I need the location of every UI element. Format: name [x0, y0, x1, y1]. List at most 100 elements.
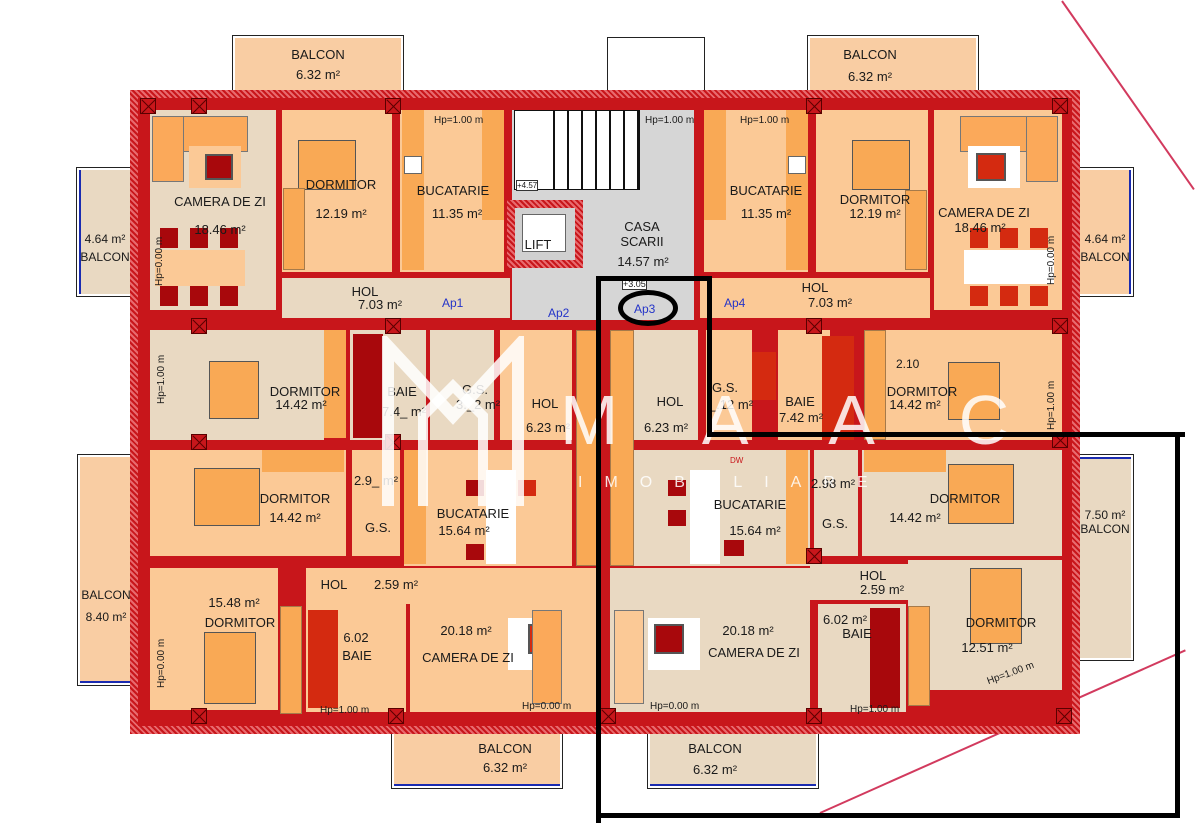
ap3-dormitor-b-name: DORMITOR: [929, 491, 1001, 506]
ap2-baie-name: BAIE: [387, 384, 417, 399]
ap4-camera-area: 18.46 m²: [954, 220, 1006, 235]
ap4-chair: [1030, 228, 1048, 248]
ap1-counter-right: [482, 110, 504, 220]
balcony-bottom-left-name: BALCON: [478, 741, 532, 756]
ap1-hol-area: 7.03 m²: [357, 297, 403, 312]
ap2-dormitor-c-name: DORMITOR: [204, 615, 276, 630]
balcony-right-lower-area: 7.50 m²: [1084, 508, 1126, 522]
ap3-highlight-circle: [618, 290, 678, 326]
agency-watermark-subtitle: IMOBILIARE: [578, 474, 890, 491]
ap1-dormitor-area: 12.19 m²: [315, 206, 367, 221]
ap4-hol-area: 7.03 m²: [807, 295, 853, 310]
casa-scarii-name: CASA SCARII: [620, 219, 664, 249]
stair-landing: [514, 110, 554, 190]
ap2-dining-table: [486, 470, 516, 564]
balcony-top-right-name: BALCON: [843, 47, 897, 62]
casa-scarii-area: 14.57 m²: [617, 254, 669, 269]
ap4-camera-name: CAMERA DE ZI: [938, 205, 1030, 220]
ap2-baie-b-name: BAIE: [342, 648, 372, 663]
ap4-kitchen-hp: Hp=1.00 m: [740, 115, 790, 126]
column: [1052, 318, 1068, 334]
ap2-wardrobe-a: [324, 330, 346, 438]
ap4-hol-name: HOL: [801, 280, 829, 295]
ap1-chair: [190, 228, 208, 248]
ap1-chair: [190, 286, 208, 306]
column: [191, 708, 207, 724]
column: [806, 98, 822, 114]
ap1-chair: [220, 286, 238, 306]
ap3-hol-b-name: HOL: [859, 568, 887, 583]
balcony-top-left: [232, 35, 404, 95]
ap4-dining-table: [964, 250, 1054, 284]
apartment-tag-ap1[interactable]: Ap1: [442, 296, 464, 310]
ap3-wardrobe-c: [908, 606, 930, 706]
balcony-top-left-name: BALCON: [291, 47, 345, 62]
ap2-dormitor-c-area: 15.48 m²: [208, 595, 260, 610]
agency-watermark-logo: M A A C: [560, 381, 1044, 459]
ap4-bucatarie-area: 11.35 m²: [740, 206, 792, 221]
ap2-hol-b: [306, 568, 600, 604]
ap3-baie-b-name: BAIE: [842, 626, 872, 641]
ap3-bed-b: [948, 464, 1014, 524]
ap4-chair: [1030, 286, 1048, 306]
ap3-bathtub-b: [870, 608, 900, 708]
ap4-dormitor-name: DORMITOR: [839, 192, 911, 207]
ap1-chair: [160, 286, 178, 306]
column: [1052, 98, 1068, 114]
ap3-dormitor-a-area: 14.42 m²: [889, 397, 941, 412]
balcony-bottom-right-name: BALCON: [688, 741, 742, 756]
ap3-hol-area: 6.23 m²: [643, 420, 689, 435]
ap3-chair: [668, 510, 686, 526]
ap3-wardrobe-a: [864, 330, 886, 440]
lift-label: LIFT: [524, 237, 552, 252]
ap1-chair: [220, 228, 238, 248]
ap2-bucatarie-area: 15.64 m²: [438, 523, 490, 538]
ap3-wardrobe-hall: [610, 330, 634, 566]
apartment-tag-ap2[interactable]: Ap2: [548, 306, 570, 320]
ap1-camera-area: 18.46 m²: [194, 222, 246, 237]
ap3-gs: [814, 450, 858, 556]
ap4-window-hp: Hp=0.00 m: [1046, 235, 1057, 285]
stair-elevation: +4.57: [516, 180, 539, 191]
ap3-bucatarie-name: BUCATARIE: [713, 497, 787, 512]
staircase: [554, 110, 640, 190]
balcony-bottom-left-area: 6.32 m²: [482, 760, 528, 775]
column: [191, 434, 207, 450]
column: [140, 98, 156, 114]
column: [806, 318, 822, 334]
balcony-right-lower-name: BALCON: [1080, 522, 1130, 536]
ap2-dormitor-b-name: DORMITOR: [259, 491, 331, 506]
balcony-left-lower-area: 8.40 m²: [85, 610, 127, 624]
agency-logo-icon: [382, 336, 524, 506]
ap3-hol-b: [810, 564, 910, 600]
ap3-chair: [724, 540, 744, 556]
ap3-dormitor-c-area: 12.51 m²: [961, 640, 1013, 655]
ap2-dormitor-a-name: DORMITOR: [269, 384, 341, 399]
ap1-stove-icon: [404, 156, 422, 174]
lift-car: [522, 214, 566, 252]
ap2-camera-de-zi: [410, 604, 600, 712]
apartment-tag-ap4[interactable]: Ap4: [724, 296, 746, 310]
ap3-highlight-frame-step: [707, 276, 712, 436]
column: [388, 708, 404, 724]
ap2-wardrobe-c: [280, 606, 302, 714]
stair-opening: [607, 37, 705, 95]
ap4-chair: [1000, 286, 1018, 306]
ap3-chair: [668, 480, 686, 496]
ap4-rug: [976, 153, 1006, 181]
ap2-hol-b-name: HOL: [320, 577, 348, 592]
ap3-dormitor-a-hp: Hp=1.00 m: [1046, 380, 1057, 430]
column: [191, 318, 207, 334]
ap3-highlight-frame-right: [1175, 432, 1180, 818]
ap3-gs-top-name: G.S.: [711, 380, 738, 395]
ap3-camera-name: CAMERA DE ZI: [708, 645, 800, 660]
ap2-bed-a: [209, 361, 259, 419]
ap4-sofa-side: [1026, 116, 1058, 182]
ap2-bathtub: [353, 334, 383, 438]
ap3-bucatarie-area: 15.64 m²: [729, 523, 781, 538]
ap3-dormitor-c-name: DORMITOR: [965, 615, 1037, 630]
ap3-gs-area: 2.98 m²: [810, 476, 856, 491]
ap1-hol-name: HOL: [351, 284, 379, 299]
balcony-right-upper-area: 4.64 m²: [1084, 232, 1126, 246]
ap4-counter-left: [704, 110, 726, 220]
